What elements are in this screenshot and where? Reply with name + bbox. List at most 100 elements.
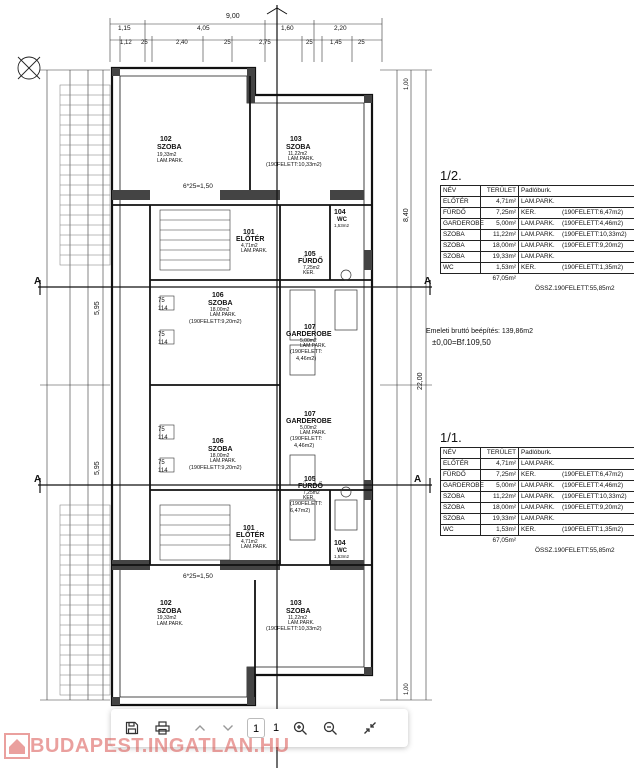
svg-text:(190FELETT:9,20m2): (190FELETT:9,20m2): [189, 465, 242, 471]
svg-text:SZOBA: SZOBA: [157, 144, 182, 151]
gross-area-note: Emeleti bruttó beépítés: 139,86m2: [426, 328, 534, 335]
svg-text:LAM.PARK.: LAM.PARK.: [300, 430, 326, 436]
svg-text:SZOBA: SZOBA: [286, 608, 311, 615]
print-button[interactable]: [149, 715, 175, 741]
table-cell: FÜRDŐ: [440, 470, 480, 480]
bathroom-fixtures: [289, 269, 358, 541]
svg-text:4,71m2: 4,71m2: [241, 539, 258, 545]
previous-page-button[interactable]: [187, 715, 213, 741]
next-page-button[interactable]: [215, 715, 241, 741]
dim-left-1: 5,95: [94, 301, 101, 315]
table-cell: (190FELETT:1,35m2): [562, 264, 624, 271]
table-cell: (190FELETT:4,46m2): [562, 220, 624, 227]
table-total-row: 67,05m²: [440, 274, 634, 284]
staircase: [159, 209, 231, 561]
table-header-name: NÉV: [440, 186, 480, 196]
room-101-top: 101 ELŐTÉR 4,71m2 LAM.PARK.: [236, 229, 267, 254]
window-label-1b: 114: [158, 306, 168, 312]
svg-text:GARDEROBE: GARDEROBE: [286, 331, 332, 338]
room-104-top: 104 WC 1,53m2: [334, 209, 350, 228]
zoom-in-button[interactable]: [287, 715, 313, 741]
svg-text:101: 101: [243, 525, 255, 532]
table-cell: LAM.PARK.: [518, 459, 560, 469]
table-cell: (190FELETT:9,20m2): [562, 504, 624, 511]
table-cell: 1,53m²: [480, 263, 518, 273]
section-mark-2r: A: [414, 474, 421, 485]
table-cell: LAM.PARK.: [518, 197, 560, 207]
svg-text:LAM.PARK.: LAM.PARK.: [241, 248, 267, 254]
table-cell: (190FELETT:6,47m2): [562, 471, 624, 478]
table-cell: (190FELETT:10,33m2): [562, 493, 627, 500]
svg-text:ELŐTÉR: ELŐTÉR: [236, 234, 264, 243]
table-cell: LAM.PARK.: [518, 219, 560, 229]
table-cell: [560, 459, 634, 469]
window-label-4a: 75: [158, 460, 165, 466]
house-icon: [4, 733, 30, 759]
table-cell: 4,71m²: [480, 197, 518, 207]
level-note: ±0,00=Bf.109,50: [432, 338, 491, 347]
dim-right-2: 8,40: [403, 208, 410, 222]
svg-text:105: 105: [304, 251, 316, 258]
table-total-note-row: ÖSSZ.190FELETT:55,85m2: [440, 546, 634, 556]
svg-text:19,33m2: 19,33m2: [157, 152, 177, 158]
svg-text:(190FELETT:9,20m2): (190FELETT:9,20m2): [189, 319, 242, 325]
table-total: 67,05m²: [492, 275, 516, 282]
svg-text:FÜRDŐ: FÜRDŐ: [298, 256, 323, 265]
table-cell: LAM.PARK.: [518, 492, 560, 502]
dim-top-row2-4: 25: [224, 40, 231, 46]
table-cell: 18,00m²: [480, 503, 518, 513]
table-title: 1/2.: [440, 168, 462, 183]
table-cell: (190FELETT:6,47m2): [562, 209, 624, 216]
table-cell: SZOBA: [440, 230, 480, 240]
dim-top-row2-3: 2,40: [176, 40, 188, 46]
table-cell: (190FELETT:10,33m2): [562, 231, 627, 238]
fit-page-icon: [364, 722, 377, 734]
table-header-area: TERÜLET: [480, 448, 518, 458]
page-number-input[interactable]: 1: [247, 718, 265, 738]
svg-text:LAM.PARK.: LAM.PARK.: [288, 156, 314, 162]
table-cell: SZOBA: [440, 241, 480, 251]
svg-text:(190FELETT:10,33m2): (190FELETT:10,33m2): [266, 626, 322, 632]
fit-page-button[interactable]: [357, 715, 383, 741]
dim-right-4: 1,00: [404, 683, 410, 695]
table-cell: [560, 252, 634, 262]
svg-text:LAM.PARK.: LAM.PARK.: [157, 158, 183, 164]
table-cell: [560, 514, 634, 524]
section-mark-1r: A: [424, 276, 431, 287]
watermark-logo: BUDAPEST.INGATLAN.HU: [4, 733, 290, 759]
table-cell: (190FELETT:1,35m2): [562, 526, 624, 533]
dim-top-4: 2,20: [334, 25, 347, 32]
dim-top-2: 4,05: [197, 25, 210, 32]
print-icon: [154, 721, 170, 735]
room-102-bottom: 102 SZOBA 19,33m2 LAM.PARK.: [157, 600, 183, 627]
table-cell: WC: [440, 263, 480, 273]
interior-walls: [112, 76, 372, 697]
table-cell: LAM.PARK.: [518, 252, 560, 262]
svg-text:4,46m2): 4,46m2): [294, 443, 314, 449]
section-lines: [38, 280, 432, 493]
svg-text:19,33m2: 19,33m2: [157, 615, 177, 621]
svg-text:(190FELETT:: (190FELETT:: [290, 349, 323, 355]
svg-text:107: 107: [304, 411, 316, 418]
svg-text:(190FELETT:: (190FELETT:: [290, 436, 323, 442]
window-label-2a: 75: [158, 332, 165, 338]
zoom-out-button[interactable]: [317, 715, 343, 741]
stair-label-bottom: 6*25=1,50: [183, 573, 213, 580]
window-label-1a: 75: [158, 298, 165, 304]
save-button[interactable]: [119, 715, 145, 741]
svg-text:107: 107: [304, 324, 316, 331]
svg-text:104: 104: [334, 540, 346, 547]
table-cell: WC: [440, 525, 480, 535]
svg-text:(190FELETT:10,33m2): (190FELETT:10,33m2): [266, 162, 322, 168]
dim-top-row2-6: 25: [306, 40, 313, 46]
